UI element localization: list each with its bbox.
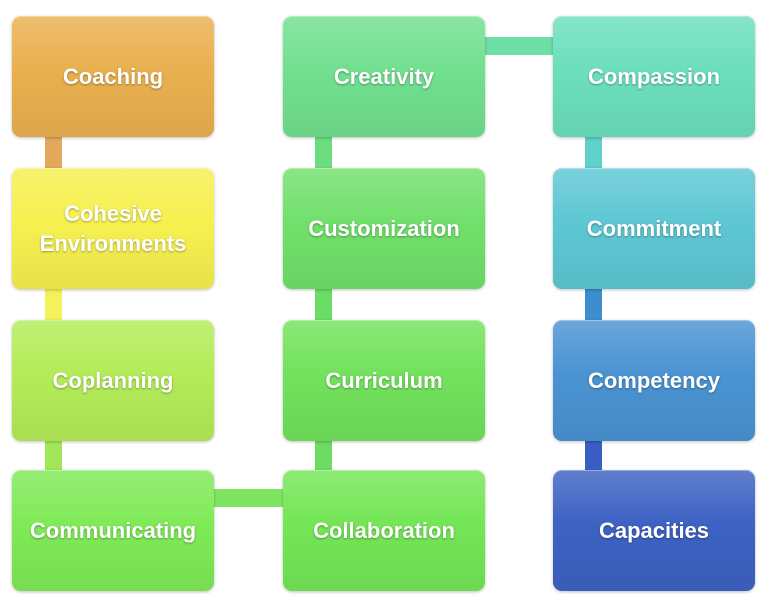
connector-curriculum-customization (315, 288, 332, 321)
connector-coaching-cohesive-environments (45, 136, 62, 169)
connector-collaboration-curriculum (315, 438, 332, 471)
connector-customization-creativity (315, 136, 332, 169)
connector-coplanning-communicating (45, 438, 62, 471)
node-compassion: Compassion (553, 16, 755, 137)
connector-compassion-commitment (585, 136, 602, 169)
node-customization: Customization (283, 168, 485, 289)
node-cohesive-environments: Cohesive Environments (12, 168, 214, 289)
connector-cohesive-environments-coplanning (45, 288, 62, 321)
connector-commitment-competency (585, 288, 602, 321)
node-collaboration: Collaboration (283, 470, 485, 591)
node-coplanning: Coplanning (12, 320, 214, 441)
connector-competency-capacities (585, 438, 602, 471)
node-creativity: Creativity (283, 16, 485, 137)
node-commitment: Commitment (553, 168, 755, 289)
connector-communicating-collaboration (213, 489, 284, 507)
node-communicating: Communicating (12, 470, 214, 591)
node-curriculum: Curriculum (283, 320, 485, 441)
node-competency: Competency (553, 320, 755, 441)
node-capacities: Capacities (553, 470, 755, 591)
connector-creativity-compassion (484, 37, 554, 55)
node-coaching: Coaching (12, 16, 214, 137)
